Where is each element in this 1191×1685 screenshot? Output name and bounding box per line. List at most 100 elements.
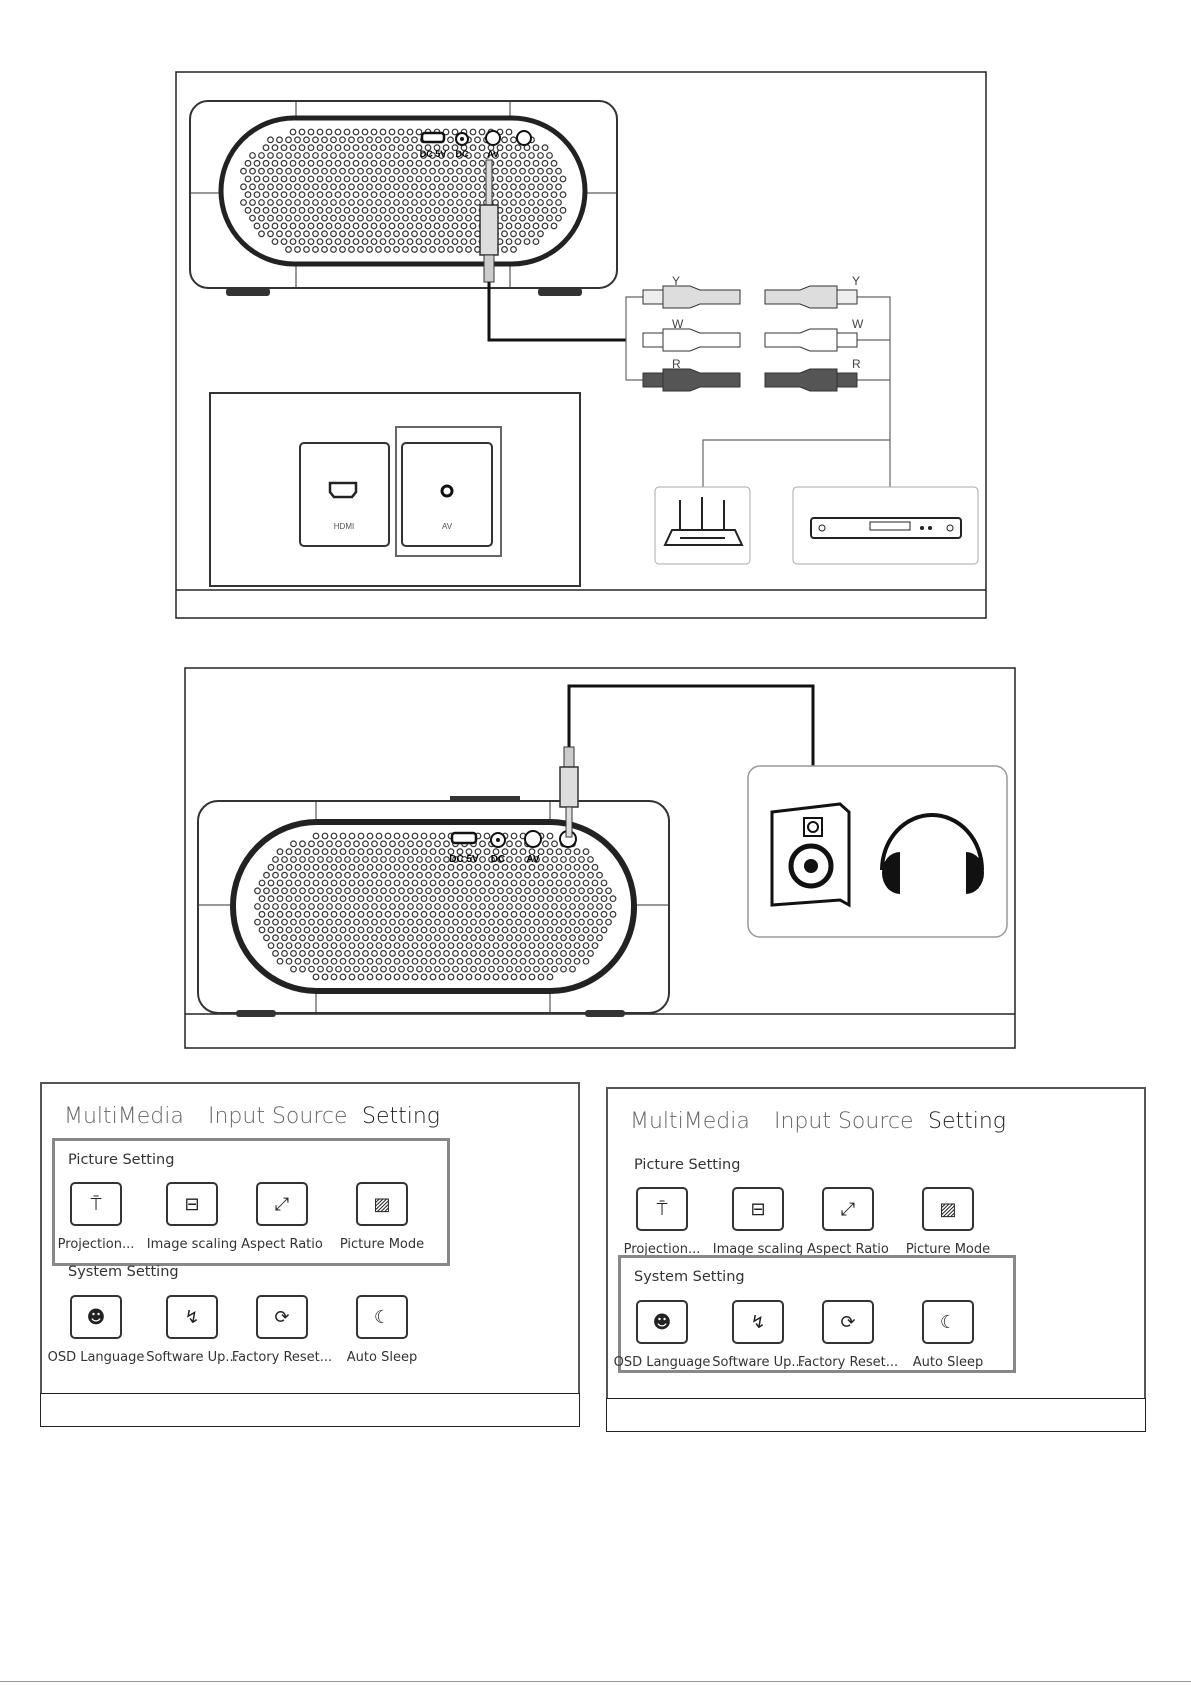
grille-hole (546, 183, 553, 191)
grille-hole (380, 840, 387, 848)
grille-hole (397, 222, 405, 230)
grille-hole (429, 879, 437, 887)
tab-setting[interactable]: Setting (928, 1109, 1007, 1134)
grille-hole (285, 152, 292, 159)
grille-hole (321, 199, 328, 206)
grille-hole (600, 926, 608, 934)
grille-hole (280, 191, 288, 199)
grille-hole (465, 199, 472, 206)
menu-item-software-up[interactable]: ↯Software Up... (142, 1295, 242, 1365)
grille-hole (514, 175, 522, 183)
grille-hole (411, 199, 418, 206)
grille-hole (474, 973, 482, 981)
grille-hole (281, 887, 288, 895)
grille-hole (389, 918, 396, 926)
av-panel-label: AV (442, 522, 453, 531)
grille-hole (523, 191, 531, 199)
grille-hole (398, 856, 405, 863)
menu-item-factory-reset[interactable]: ⟳Factory Reset... (232, 1295, 332, 1365)
tab-multimedia[interactable]: MultiMedia (64, 1104, 184, 1129)
grille-hole (582, 957, 590, 965)
grille-hole (371, 934, 378, 942)
menu-item-image-scaling[interactable]: ⊟Image scaling (708, 1187, 808, 1257)
grille-hole (524, 965, 531, 973)
grille-hole (555, 183, 562, 191)
grille-hole (510, 199, 517, 206)
grille-hole (541, 206, 549, 214)
rca-label-w: W (852, 317, 864, 331)
grille-hole (461, 887, 468, 895)
grille-hole (262, 175, 270, 183)
menu-item-auto-sleep[interactable]: ☾Auto Sleep (332, 1295, 432, 1365)
menu-item-projection[interactable]: ⍑Projection... (46, 1182, 146, 1252)
grille-hole (312, 832, 320, 840)
menu-item-label: Aspect Ratio (807, 1242, 889, 1257)
grille-hole (523, 206, 531, 214)
grille-hole (317, 965, 324, 973)
grille-hole (497, 965, 504, 973)
grille-hole (420, 895, 428, 903)
grille-hole (267, 199, 274, 206)
tab-setting[interactable]: Setting (362, 1104, 441, 1129)
grille-hole (569, 950, 576, 957)
grille-hole (578, 903, 585, 910)
menu-item-projection[interactable]: ⍑Projection... (612, 1187, 712, 1257)
projector-rear (197, 796, 670, 1017)
grille-hole (262, 222, 270, 230)
grille-hole (285, 230, 292, 238)
port-panel: DC 5V DC AV (420, 130, 532, 159)
menu-item-aspect-ratio[interactable]: ⤢Aspect Ratio (232, 1182, 332, 1252)
grille-hole (312, 152, 319, 159)
menu-item-software-up[interactable]: ↯Software Up... (708, 1300, 808, 1370)
grille-hole (560, 903, 567, 910)
grille-hole (316, 144, 324, 152)
grille-hole (352, 159, 360, 167)
grille-hole (456, 942, 464, 950)
grille-hole (361, 206, 369, 214)
grille-hole (515, 934, 522, 942)
menu-item-auto-sleep[interactable]: ☾Auto Sleep (898, 1300, 998, 1370)
grille-hole (285, 183, 292, 191)
grille-hole (596, 887, 603, 895)
grille-hole (469, 144, 477, 152)
grille-hole (407, 903, 414, 910)
grille-hole (344, 903, 351, 910)
grille-hole (357, 214, 364, 222)
grille-hole (326, 950, 333, 957)
grille-hole (312, 863, 320, 871)
grille-hole (578, 950, 585, 957)
grille-hole (308, 934, 315, 942)
grille-hole (317, 871, 324, 879)
grille-hole (474, 879, 482, 887)
grille-hole (438, 152, 445, 159)
grille-hole (420, 863, 428, 871)
menu-item-factory-reset[interactable]: ⟳Factory Reset... (798, 1300, 898, 1370)
menu-item-image-scaling[interactable]: ⊟Image scaling (142, 1182, 242, 1252)
grille-hole (425, 903, 432, 910)
grille-hole (555, 167, 562, 175)
grille-hole (393, 942, 401, 950)
grille-hole (406, 206, 414, 214)
tab-multimedia[interactable]: MultiMedia (630, 1109, 750, 1134)
grille-hole (393, 895, 401, 903)
grille-hole (461, 934, 468, 942)
grille-hole (447, 863, 455, 871)
grille-hole (249, 214, 256, 222)
tab-input-source[interactable]: Input Source (774, 1109, 914, 1134)
grille-hole (510, 214, 517, 222)
grille-hole (321, 246, 328, 253)
menu-item-osd-language[interactable]: ☻OSD Language (612, 1300, 712, 1370)
grille-hole (398, 934, 405, 942)
grille-hole (519, 942, 527, 950)
menu-item-aspect-ratio[interactable]: ⤢Aspect Ratio (798, 1187, 898, 1257)
grille-hole (465, 848, 473, 856)
tab-input-source[interactable]: Input Source (208, 1104, 348, 1129)
grille-hole (510, 895, 518, 903)
menu-item-picture-mode[interactable]: ▨Picture Mode (898, 1187, 998, 1257)
grille-hole (397, 128, 405, 136)
grille-hole (263, 918, 270, 926)
menu-item-picture-mode[interactable]: ▨Picture Mode (332, 1182, 432, 1252)
projection-icon: ⍑ (636, 1187, 688, 1231)
grille-hole (339, 926, 347, 934)
menu-item-osd-language[interactable]: ☻OSD Language (46, 1295, 146, 1365)
